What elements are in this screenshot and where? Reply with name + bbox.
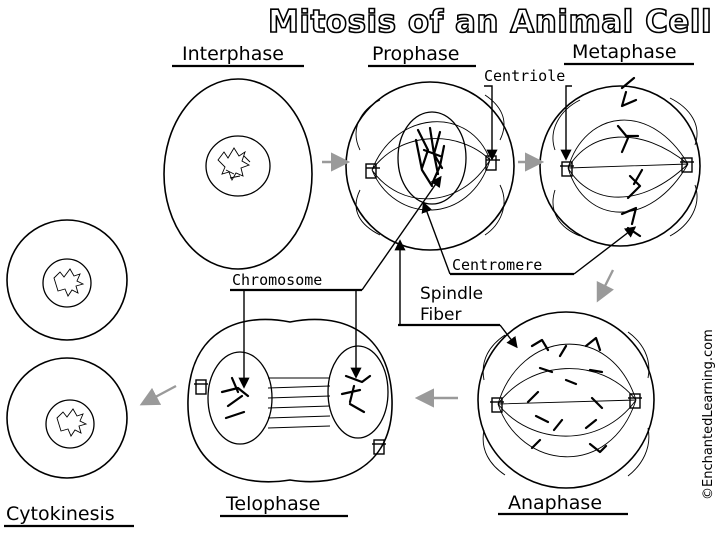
- telophase-centriole-right: [372, 439, 386, 455]
- chromosome-pointer-prophase: [361, 175, 442, 291]
- cytokinesis-cell-bottom: [6, 357, 128, 479]
- centromere-label: Centromere: [452, 256, 542, 274]
- anaphase-centriole-right: [628, 393, 642, 409]
- spindle-pointer-anaphase: [499, 324, 518, 349]
- prophase-label: Prophase: [372, 43, 459, 65]
- arrow-metaphase-to-anaphase: [596, 269, 615, 303]
- chromosome-label: Chromosome: [232, 271, 322, 289]
- anaphase-centriole-left: [490, 397, 504, 413]
- cytokinesis-label: Cytokinesis: [6, 503, 115, 525]
- copyright-text: ©EnchantedLearning.com: [701, 329, 716, 500]
- telophase-centriole-left: [194, 379, 208, 395]
- centriole-pointer-prophase: [484, 85, 498, 161]
- prophase-cell: [345, 81, 515, 251]
- metaphase-centriole-left: [560, 161, 574, 177]
- spindle-label-line2: Fiber: [420, 305, 462, 325]
- centriole-label: Centriole: [484, 67, 565, 85]
- arrow-telophase-to-cytokinesis: [139, 384, 177, 406]
- metaphase-label: Metaphase: [572, 41, 677, 63]
- diagram-title: Mitosis of an Animal Cell: [268, 4, 712, 40]
- prophase-centriole-left: [365, 163, 380, 179]
- interphase-label: Interphase: [182, 43, 284, 65]
- cytokinesis-cell-top: [6, 219, 128, 341]
- metaphase-centriole-right: [680, 157, 694, 173]
- spindle-label-line1: Spindle: [420, 284, 483, 304]
- metaphase-cell: [539, 76, 701, 247]
- telophase-label: Telophase: [225, 493, 320, 515]
- anaphase-cell: [477, 311, 655, 489]
- telophase-cell: [187, 318, 393, 483]
- anaphase-label: Anaphase: [508, 492, 602, 514]
- centromere-pointer-prophase: [421, 201, 451, 275]
- centromere-pointer-metaphase: [573, 226, 637, 275]
- centriole-pointer-metaphase: [560, 85, 572, 161]
- interphase-cell: [163, 78, 313, 270]
